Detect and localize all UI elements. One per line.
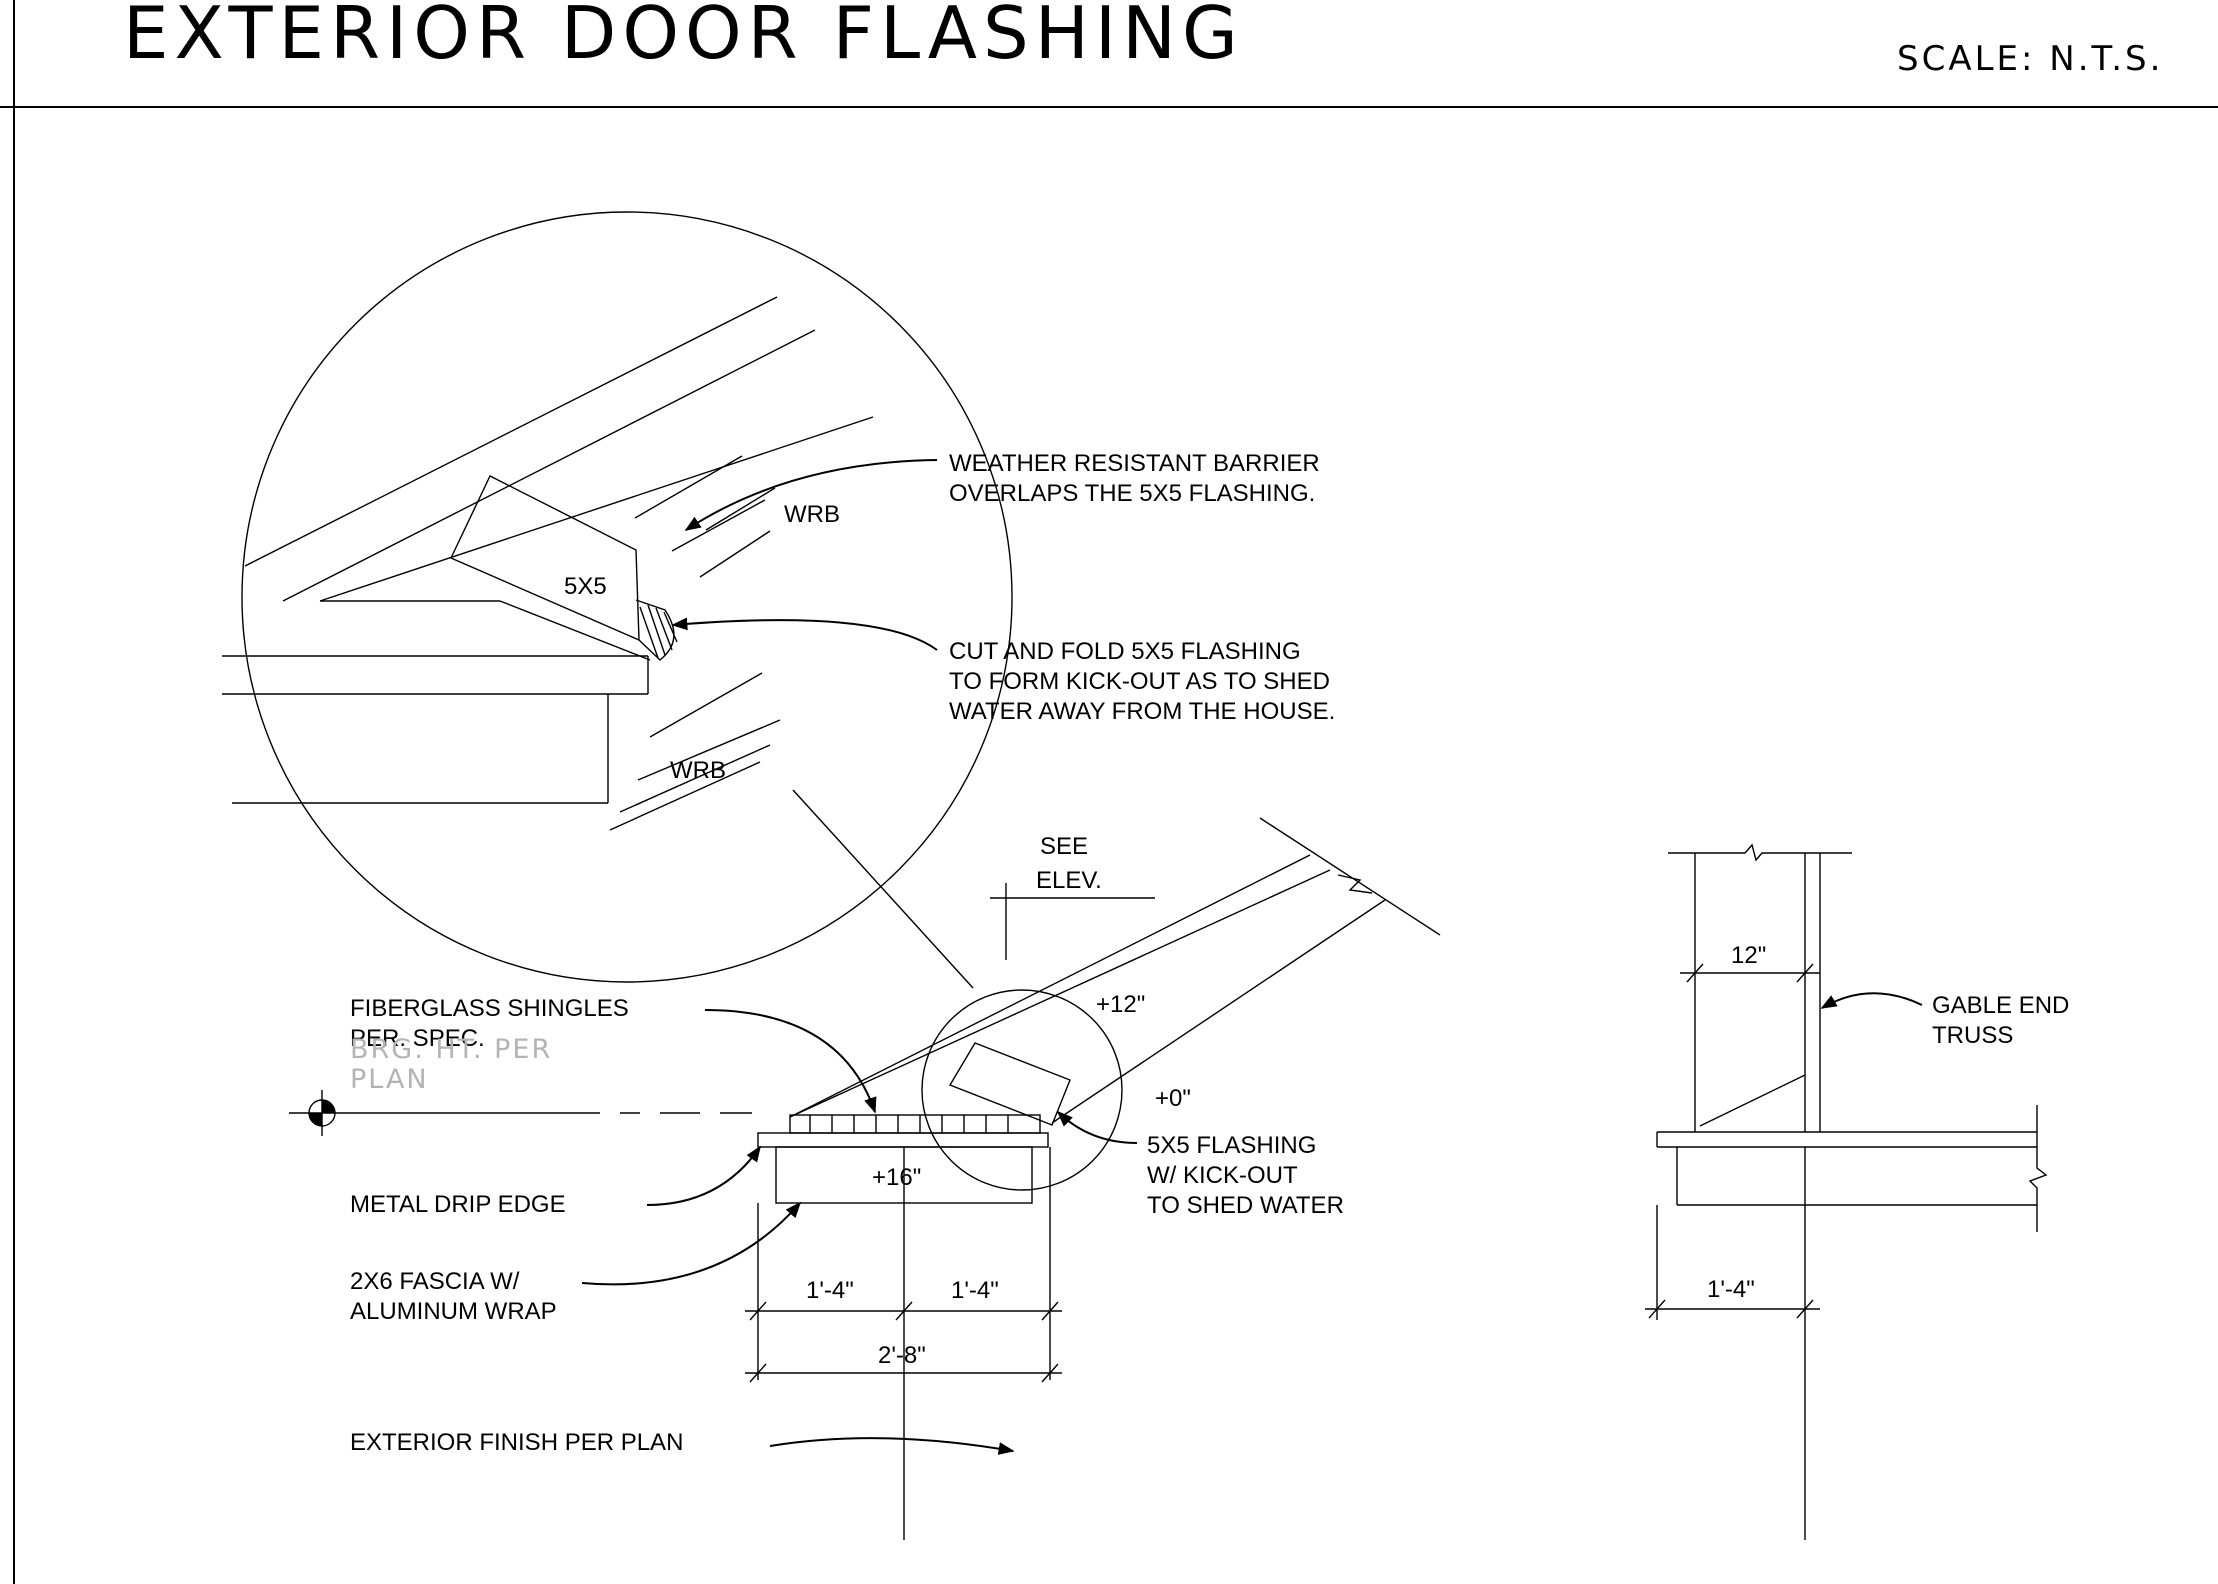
see-elev-line2: ELEV. <box>1036 867 1102 894</box>
cut-fold-note-line2: TO FORM KICK-OUT AS TO SHED <box>949 668 1330 695</box>
gable-end-section: 12" 1'-4" GABLE END TRUSS <box>1645 843 2069 1540</box>
cut-fold-note-line1: CUT AND FOLD 5X5 FLASHING <box>949 638 1301 665</box>
wrb-lower-label: WRB <box>670 757 726 784</box>
cut-fold-leader <box>671 617 938 651</box>
dim-total-label: 2'-8" <box>878 1342 926 1369</box>
plus12-label: +12" <box>1096 991 1145 1018</box>
detail-callout-leader <box>792 789 974 989</box>
bearing-height-note-line2: PLAN <box>350 1064 429 1095</box>
plus0-label: +0" <box>1155 1085 1191 1112</box>
drip-edge-leader <box>646 1145 761 1206</box>
shingles-note-line1: FIBERGLASS SHINGLES <box>350 995 629 1022</box>
exterior-finish-leader <box>769 1437 1015 1455</box>
detail-circle <box>241 211 1013 983</box>
fascia-note-line1: 2X6 FASCIA W/ <box>350 1268 520 1295</box>
dim-right-label: 1'-4" <box>951 1277 999 1304</box>
gable-truss-leader <box>1820 992 1923 1009</box>
cut-fold-note-line3: WATER AWAY FROM THE HOUSE. <box>949 698 1335 725</box>
eave-section: SEE ELEV. +16" <box>289 817 1441 1540</box>
flashing-note-line1: 5X5 FLASHING <box>1147 1132 1316 1159</box>
weather-barrier-note-line2: OVERLAPS THE 5X5 FLASHING. <box>949 480 1315 507</box>
scale-label: SCALE: N.T.S. <box>1897 39 2163 79</box>
gable-truss-note-line2: TRUSS <box>1932 1022 2013 1049</box>
dim-12-label: 12" <box>1731 942 1766 969</box>
flashing-leader <box>1056 1110 1138 1144</box>
weather-barrier-note-line1: WEATHER RESISTANT BARRIER <box>949 450 1320 477</box>
section-callout-circle <box>921 989 1123 1191</box>
dim-left-label: 1'-4" <box>806 1277 854 1304</box>
see-elev-line1: SEE <box>1040 833 1088 860</box>
fascia-note-line2: ALUMINUM WRAP <box>350 1298 557 1325</box>
enlarged-detail: WRB WRB 5X5 WEATHER RESISTANT BARRIER OV… <box>222 211 1335 989</box>
exterior-finish-note: EXTERIOR FINISH PER PLAN <box>350 1429 683 1456</box>
drawing-title: EXTERIOR DOOR FLASHING <box>123 0 1244 75</box>
dim-16-label: 1'-4" <box>1707 1276 1755 1303</box>
shingles-leader <box>704 1009 877 1114</box>
flashing-tag-label: 5X5 <box>564 573 607 600</box>
gable-truss-note-line1: GABLE END <box>1932 992 2069 1019</box>
bearing-height-note-line1: BRG. HT. PER <box>350 1034 552 1065</box>
flashing-note-line2: W/ KICK-OUT <box>1147 1162 1298 1189</box>
drip-edge-note: METAL DRIP EDGE <box>350 1191 566 1218</box>
weather-barrier-leader <box>684 459 938 531</box>
fascia-leader <box>581 1201 802 1286</box>
shingles-note-line2: PER. SPEC. <box>350 1025 485 1052</box>
flashing-note-line3: TO SHED WATER <box>1147 1192 1344 1219</box>
wrb-upper-label: WRB <box>784 501 840 528</box>
plus16-label: +16" <box>872 1164 921 1191</box>
